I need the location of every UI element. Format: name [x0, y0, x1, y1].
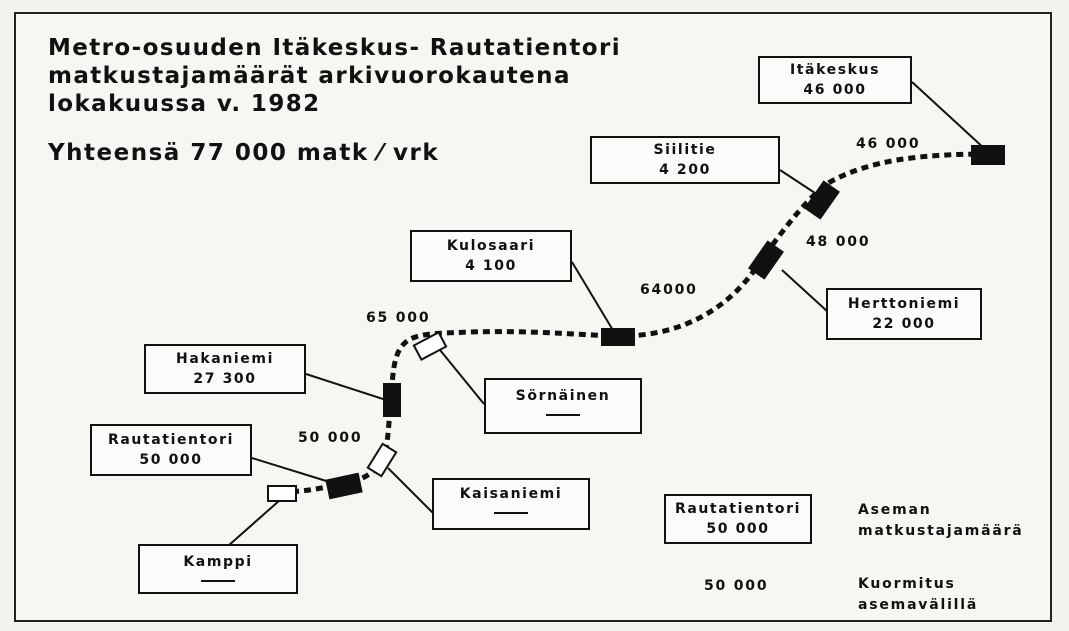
station-box-hakaniemi: Hakaniemi 27 300	[144, 344, 306, 394]
station-value-siilitie: 4 200	[659, 162, 711, 178]
station-name-kaisaniemi: Kaisaniemi	[459, 486, 563, 502]
legend-station-box: Rautatientori 50 000	[664, 494, 812, 544]
station-name-sornainen: Sörnäinen	[515, 388, 611, 404]
station-name-siilitie: Siilitie	[653, 142, 717, 158]
legend-load-desc-line-2: asemavälillä	[858, 597, 979, 613]
connector-hakaniemi	[305, 373, 387, 401]
station-box-kulosaari: Kulosaari 4 100	[410, 230, 572, 282]
legend-box-value: 50 000	[706, 521, 770, 537]
legend-box-description: Aseman matkustajamäärä	[858, 500, 1024, 542]
station-name-itakeskus: Itäkeskus	[789, 62, 881, 78]
marker-hakaniemi	[383, 383, 401, 417]
station-box-itakeskus: Itäkeskus 46 000	[758, 56, 912, 104]
station-name-herttoniemi: Herttoniemi	[847, 296, 961, 312]
legend-load-value: 50 000	[704, 578, 769, 594]
total-passengers: Yhteensä 77 000 matk ⁄ vrk	[48, 140, 440, 166]
load-kulosaari-sornainen: 65 000	[366, 310, 431, 326]
marker-kamppi	[267, 485, 297, 502]
legend-load-description: Kuormitus asemavälillä	[858, 574, 978, 616]
marker-kulosaari	[601, 328, 635, 346]
station-box-sornainen: Sörnäinen	[484, 378, 642, 434]
marker-sornainen	[412, 331, 448, 361]
legend-box-desc-line-1: Aseman	[858, 502, 932, 518]
station-box-kamppi: Kamppi	[138, 544, 298, 594]
station-value-hakaniemi: 27 300	[193, 371, 257, 387]
station-box-herttoniemi: Herttoniemi 22 000	[826, 288, 982, 340]
station-value-herttoniemi: 22 000	[872, 316, 936, 332]
connector-kulosaari	[571, 261, 615, 333]
station-value-kulosaari: 4 100	[465, 258, 517, 274]
marker-itakeskus	[971, 145, 1005, 165]
title-line-3: lokakuussa v. 1982	[48, 91, 321, 117]
connector-kamppi	[227, 499, 281, 547]
station-value-itakeskus: 46 000	[803, 82, 867, 98]
marker-kaisaniemi	[366, 442, 398, 478]
connector-rautatientori	[251, 457, 337, 485]
load-hakaniemi-rautatientori: 50 000	[298, 430, 363, 446]
station-name-kulosaari: Kulosaari	[446, 238, 536, 254]
marker-rautatientori	[325, 472, 363, 500]
legend-box-name: Rautatientori	[674, 501, 802, 517]
load-itakeskus-siilitie: 46 000	[856, 136, 921, 152]
station-box-kaisaniemi: Kaisaniemi	[432, 478, 590, 530]
connector-itakeskus	[911, 81, 987, 151]
connector-kaisaniemi	[387, 467, 435, 515]
connector-sornainen	[439, 349, 485, 405]
no-value-dash	[494, 512, 528, 514]
marker-herttoniemi	[748, 240, 784, 280]
connector-siilitie	[779, 169, 819, 196]
load-herttoniemi-kulosaari: 64000	[640, 282, 698, 298]
legend-load-desc-line-1: Kuormitus	[858, 576, 956, 592]
diagram-title: Metro-osuuden Itäkeskus- Rautatientori m…	[48, 34, 621, 118]
station-name-rautatientori: Rautatientori	[107, 432, 235, 448]
station-name-kamppi: Kamppi	[183, 554, 253, 570]
title-line-1: Metro-osuuden Itäkeskus- Rautatientori	[48, 35, 622, 61]
station-value-rautatientori: 50 000	[139, 452, 203, 468]
no-value-dash	[201, 580, 235, 582]
load-siilitie-herttoniemi: 48 000	[806, 234, 871, 250]
station-box-siilitie: Siilitie 4 200	[590, 136, 780, 184]
station-box-rautatientori: Rautatientori 50 000	[90, 424, 252, 476]
marker-siilitie	[804, 180, 840, 220]
legend-box-desc-line-2: matkustajamäärä	[858, 523, 1024, 539]
title-line-2: matkustajamäärät arkivuorokautena	[48, 63, 571, 89]
no-value-dash	[546, 414, 580, 416]
connector-herttoniemi	[781, 269, 829, 313]
station-name-hakaniemi: Hakaniemi	[176, 351, 274, 367]
